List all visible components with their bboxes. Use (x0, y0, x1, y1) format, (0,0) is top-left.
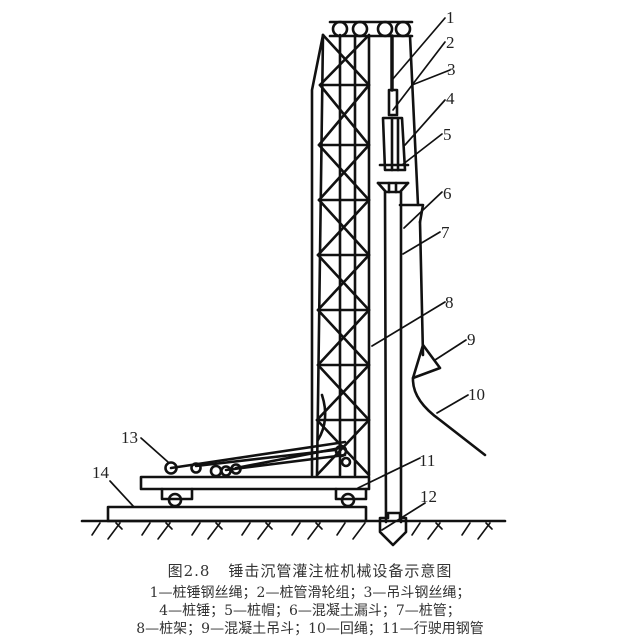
label-2: 2 (446, 33, 455, 52)
legend-line-2: 4—桩锤；5—桩帽；6—混凝土漏斗；7—桩管； (159, 603, 461, 619)
top-pulleys (328, 20, 414, 38)
legend-line-3: 8—桩架；9—混凝土吊斗；10—回绳；11—行驶用钢管 (136, 621, 484, 637)
label-9: 9 (467, 330, 476, 349)
label-5: 5 (443, 125, 452, 144)
label-6: 6 (443, 184, 452, 203)
label-3: 3 (447, 60, 456, 79)
label-7: 7 (441, 223, 450, 242)
label-13: 13 (121, 428, 138, 447)
label-1: 1 (446, 8, 455, 27)
figure-caption: 图2.8 锤击沉管灌注桩机械设备示意图 (0, 560, 620, 581)
legend-line-1: 1—桩锤钢丝绳；2—桩管滑轮组；3—吊斗钢丝绳； (149, 585, 471, 601)
pile-frame (310, 33, 371, 477)
figure-title: 锤击沉管灌注桩机械设备示意图 (228, 562, 453, 580)
base-rail (106, 505, 368, 523)
label-4: 4 (446, 89, 455, 108)
label-8: 8 (445, 293, 454, 312)
part-labels: 1 2 3 4 5 6 7 8 9 10 11 12 13 14 (92, 8, 485, 506)
ground (80, 519, 507, 540)
label-11: 11 (419, 451, 435, 470)
label-10: 10 (468, 385, 485, 404)
label-14: 14 (92, 463, 110, 482)
leader-lines (109, 17, 469, 531)
winch-drums (164, 393, 352, 478)
label-12: 12 (420, 487, 437, 506)
figure-number: 图2.8 (167, 562, 211, 580)
pile-driver-diagram: 1 2 3 4 5 6 7 8 9 10 11 12 13 14 (80, 8, 507, 547)
carriage-platform (139, 475, 371, 491)
